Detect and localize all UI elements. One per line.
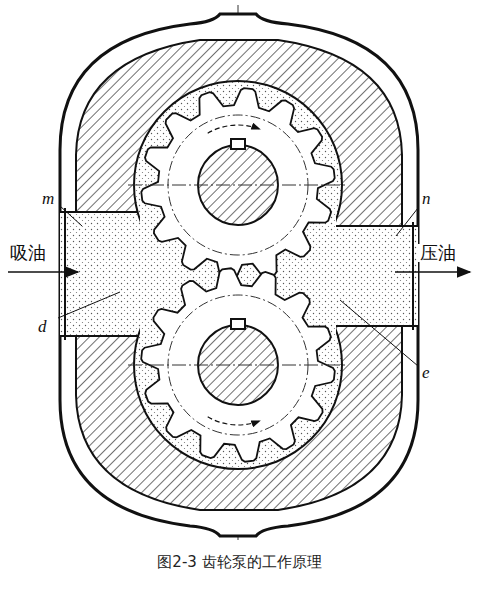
leader-line	[60, 206, 82, 226]
flow-label: 压油	[418, 244, 458, 262]
callout-letter: d	[36, 318, 49, 335]
leader-line	[340, 300, 418, 366]
callout-letter: n	[420, 190, 433, 207]
callout-letter: m	[40, 190, 56, 207]
pump-cavity	[134, 81, 342, 469]
key	[231, 319, 245, 329]
gear	[128, 268, 348, 461]
housing-outline	[60, 14, 418, 536]
suction-arrow	[8, 271, 78, 273]
gear	[128, 88, 348, 282]
rotation-arrow	[208, 125, 260, 133]
figure-caption: 图2-3 齿轮泵的工作原理	[155, 555, 323, 570]
leader-line	[396, 208, 418, 236]
callout-letter: e	[420, 364, 432, 381]
discharge-arrow	[395, 271, 470, 273]
key	[231, 139, 245, 149]
flow-label: 吸油	[8, 244, 48, 262]
rotation-arrow	[208, 417, 260, 425]
leader-line	[58, 292, 120, 318]
